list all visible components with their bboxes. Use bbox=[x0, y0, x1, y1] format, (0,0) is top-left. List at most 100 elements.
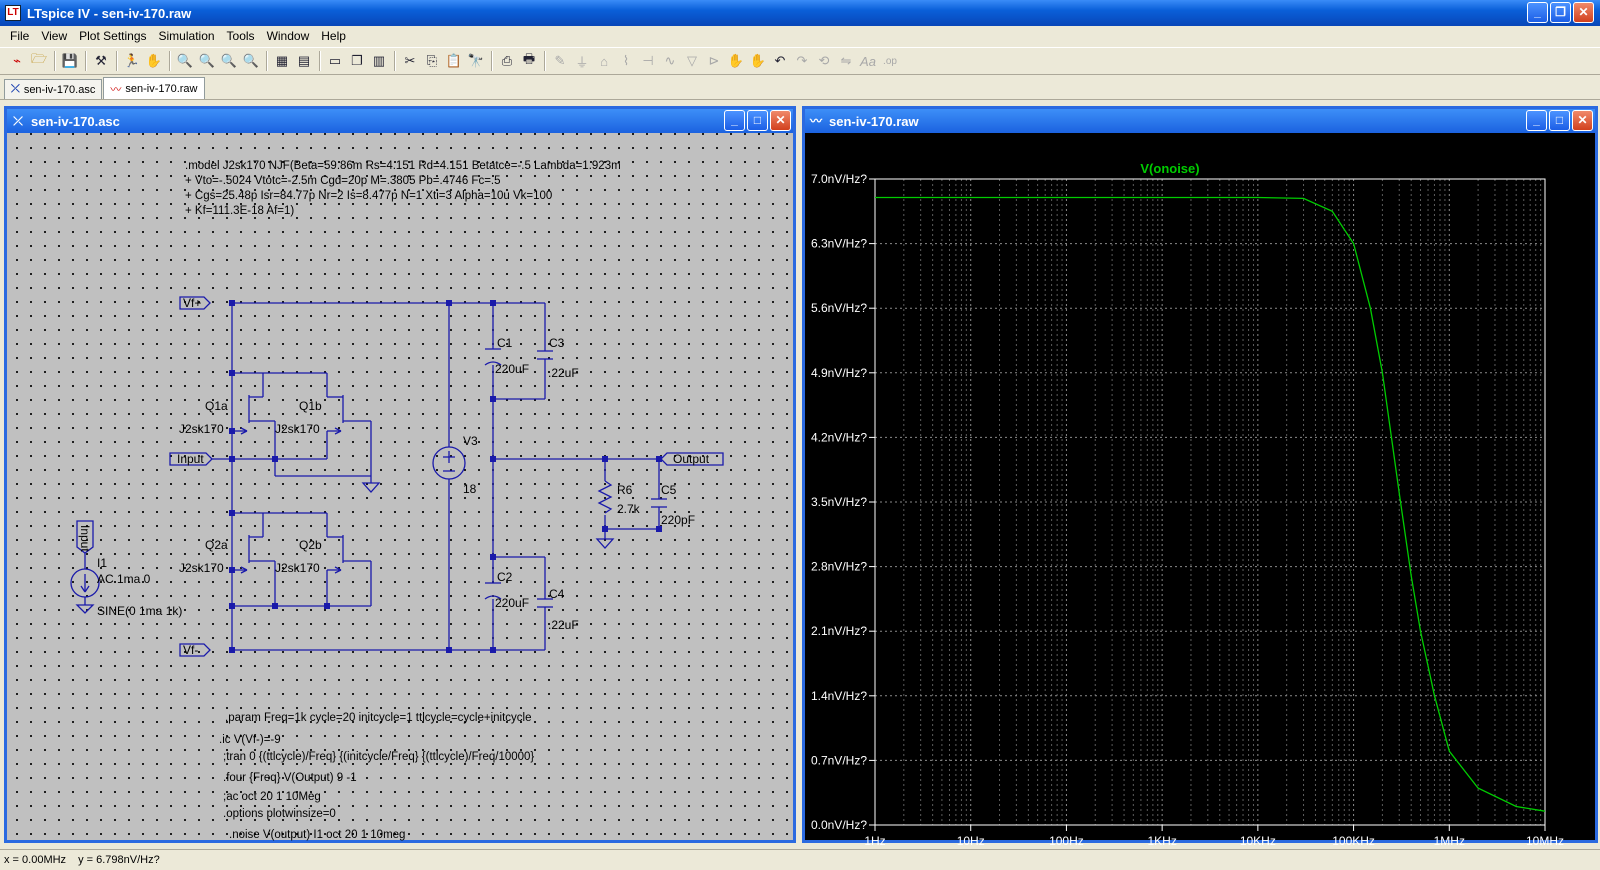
plot-canvas[interactable]: 0.0nV/Hz?0.7nV/Hz?1.4nV/Hz?2.1nV/Hz?2.8n… bbox=[805, 133, 1595, 848]
minimize-button[interactable]: _ bbox=[724, 110, 745, 131]
x-tick-label: 1MHz bbox=[1434, 834, 1465, 848]
run-icon[interactable]: 🏃 bbox=[123, 53, 141, 68]
cursor-x-readout: x = 0.00MHz bbox=[4, 854, 67, 866]
net-label: Input bbox=[78, 525, 92, 552]
component-ref: C3 bbox=[549, 336, 565, 350]
model-line: + Kf=111.3E-18 Af=1) bbox=[185, 205, 294, 217]
open-folder-icon[interactable]: 🗁 bbox=[30, 51, 48, 66]
halt-icon[interactable]: ✋ bbox=[145, 53, 163, 68]
ground-icon[interactable]: ⏚ bbox=[575, 54, 589, 70]
redo-icon[interactable]: ↷ bbox=[796, 53, 808, 68]
tile-horizontal-icon[interactable]: ▭ bbox=[328, 53, 342, 68]
mirror-icon[interactable]: ⇋ bbox=[840, 53, 852, 68]
paste-icon[interactable]: 📋 bbox=[445, 53, 463, 68]
net-label: Vf+ bbox=[183, 296, 201, 310]
y-tick-label: 2.8nV/Hz? bbox=[811, 560, 867, 574]
menu-view[interactable]: View bbox=[41, 29, 68, 43]
restore-button[interactable]: ❐ bbox=[1550, 2, 1571, 23]
spice-directive-icon[interactable]: .op bbox=[883, 55, 897, 67]
print-icon[interactable]: 🖶 bbox=[522, 51, 536, 66]
component-value: 2.7k bbox=[617, 502, 641, 516]
ltspice-app-icon: LT bbox=[5, 5, 21, 21]
tab-label: sen-iv-170.asc bbox=[23, 83, 96, 96]
cut-icon[interactable]: ✂ bbox=[404, 53, 416, 68]
component-value: J2sk170 bbox=[179, 561, 224, 575]
component-ref: R6 bbox=[617, 483, 633, 497]
y-tick-label: 6.3nV/Hz? bbox=[811, 237, 867, 251]
model-line: + Vto=-.5024 Vtotc=-2.5m Cgd=20p M=.3805… bbox=[185, 175, 501, 187]
component-ref: C1 bbox=[497, 336, 513, 350]
schematic-drawing: .model J2sk170 NJF(Beta=59.86m Rs=4.151 … bbox=[70, 160, 724, 841]
tab-label: sen-iv-170.raw bbox=[125, 82, 198, 95]
maximize-button[interactable]: □ bbox=[1549, 110, 1570, 131]
y-tick-label: 1.4nV/Hz? bbox=[811, 689, 867, 703]
x-tick-label: 10KHz bbox=[1240, 834, 1276, 848]
menu-simulation[interactable]: Simulation bbox=[158, 29, 215, 43]
cursor-y-readout: y = 6.798nV/Hz? bbox=[78, 854, 160, 866]
net-label: Output bbox=[673, 452, 710, 466]
find-icon[interactable]: 🔭 bbox=[467, 53, 485, 68]
zoom-pan-icon[interactable]: 🔍 bbox=[198, 53, 216, 68]
toolbar-separator bbox=[54, 51, 55, 71]
menu-file[interactable]: File bbox=[10, 29, 30, 43]
noise-plot: 0.0nV/Hz?0.7nV/Hz?1.4nV/Hz?2.1nV/Hz?2.8n… bbox=[811, 161, 1564, 848]
menu-help[interactable]: Help bbox=[321, 29, 346, 43]
cascade-icon[interactable]: ❐ bbox=[351, 53, 363, 68]
drag-icon[interactable]: ✋ bbox=[749, 53, 767, 68]
net-flag-input bbox=[169, 452, 213, 466]
tab-waveform[interactable]: 〰 sen-iv-170.raw bbox=[103, 77, 205, 99]
new-schematic-icon[interactable]: ⌁ bbox=[13, 53, 21, 68]
component-value: 220pF bbox=[661, 513, 695, 527]
zoom-out-icon[interactable]: 🔍 bbox=[220, 53, 238, 68]
component-ref: Q2a bbox=[205, 538, 228, 552]
save-icon[interactable]: 💾 bbox=[61, 53, 79, 68]
x-tick-label: 100KHz bbox=[1332, 834, 1375, 848]
undo-icon[interactable]: ↶ bbox=[774, 53, 786, 68]
menu-tools[interactable]: Tools bbox=[226, 29, 255, 43]
menu-plot-settings[interactable]: Plot Settings bbox=[79, 29, 147, 43]
print-setup-icon[interactable]: ⎙ bbox=[501, 53, 513, 68]
rotate-icon[interactable]: ⟲ bbox=[818, 53, 830, 68]
component-value: 220uF bbox=[495, 362, 529, 376]
waveform-window: 〰 sen-iv-170.raw _ □ ✕ 0.0nV/Hz?0.7nV/Hz… bbox=[802, 106, 1598, 848]
component-ref: Q1b bbox=[299, 399, 322, 413]
move-icon[interactable]: ✋ bbox=[727, 53, 745, 68]
wire-icon[interactable]: ✎ bbox=[554, 53, 566, 68]
capacitor-icon[interactable]: ⊣ bbox=[642, 53, 654, 68]
net-label: Input bbox=[177, 452, 204, 466]
menu-bar: File View Plot Settings Simulation Tools… bbox=[0, 26, 1600, 46]
copy-icon[interactable]: ⎘ bbox=[426, 53, 438, 68]
toolbar: ⌁ 🗁 💾 ⚒ 🏃 ✋ 🔍 🔍 🔍 🔍 ▦ ▤ ▭ ❐ ▥ ✂ ⎘ 📋 🔭 ⎙ … bbox=[0, 47, 1600, 75]
y-tick-label: 0.0nV/Hz? bbox=[811, 818, 867, 832]
schematic-icon: ⤫ bbox=[11, 83, 20, 95]
spice-directive: .ic V(Vf-)=-9 bbox=[219, 734, 281, 746]
maximize-button[interactable]: □ bbox=[747, 110, 768, 131]
zoom-in-icon[interactable]: 🔍 bbox=[176, 53, 194, 68]
inductor-icon[interactable]: ∿ bbox=[664, 53, 676, 68]
tile-vertical-icon[interactable]: ▥ bbox=[372, 53, 386, 68]
minimize-button[interactable]: _ bbox=[1526, 110, 1547, 131]
resistor-icon[interactable]: ⌇ bbox=[622, 53, 630, 68]
component-icon[interactable]: ⊳ bbox=[708, 53, 720, 68]
tab-schematic[interactable]: ⤫ sen-iv-170.asc bbox=[4, 79, 103, 99]
schematic-canvas[interactable]: .model J2sk170 NJF(Beta=59.86m Rs=4.151 … bbox=[7, 133, 793, 841]
trace-label[interactable]: V(onoise) bbox=[1140, 161, 1199, 176]
control-panel-icon[interactable]: ⚒ bbox=[95, 53, 107, 68]
label-net-icon[interactable]: ⌂ bbox=[600, 53, 608, 69]
close-button[interactable]: ✕ bbox=[1573, 2, 1594, 23]
zoom-cancel-icon[interactable]: 🔍 bbox=[242, 53, 260, 68]
schematic-window: ⤫ sen-iv-170.asc _ □ ✕ .model J2sk170 NJ… bbox=[4, 106, 796, 843]
net-label: Vf- bbox=[183, 643, 198, 657]
spice-directive: .param Freq=1k cycle=20 initcycle=1 ttlc… bbox=[225, 712, 531, 724]
close-button[interactable]: ✕ bbox=[770, 110, 791, 131]
diode-icon[interactable]: ▽ bbox=[687, 53, 697, 68]
close-button[interactable]: ✕ bbox=[1572, 110, 1593, 131]
menu-window[interactable]: Window bbox=[266, 29, 310, 43]
x-tick-label: 1KHz bbox=[1147, 834, 1176, 848]
autorange-icon[interactable]: ▦ bbox=[275, 53, 289, 68]
component-ref: C4 bbox=[549, 587, 565, 601]
fft-icon[interactable]: ▤ bbox=[297, 53, 311, 68]
minimize-button[interactable]: _ bbox=[1527, 2, 1548, 23]
text-icon[interactable]: Aa bbox=[860, 53, 876, 69]
